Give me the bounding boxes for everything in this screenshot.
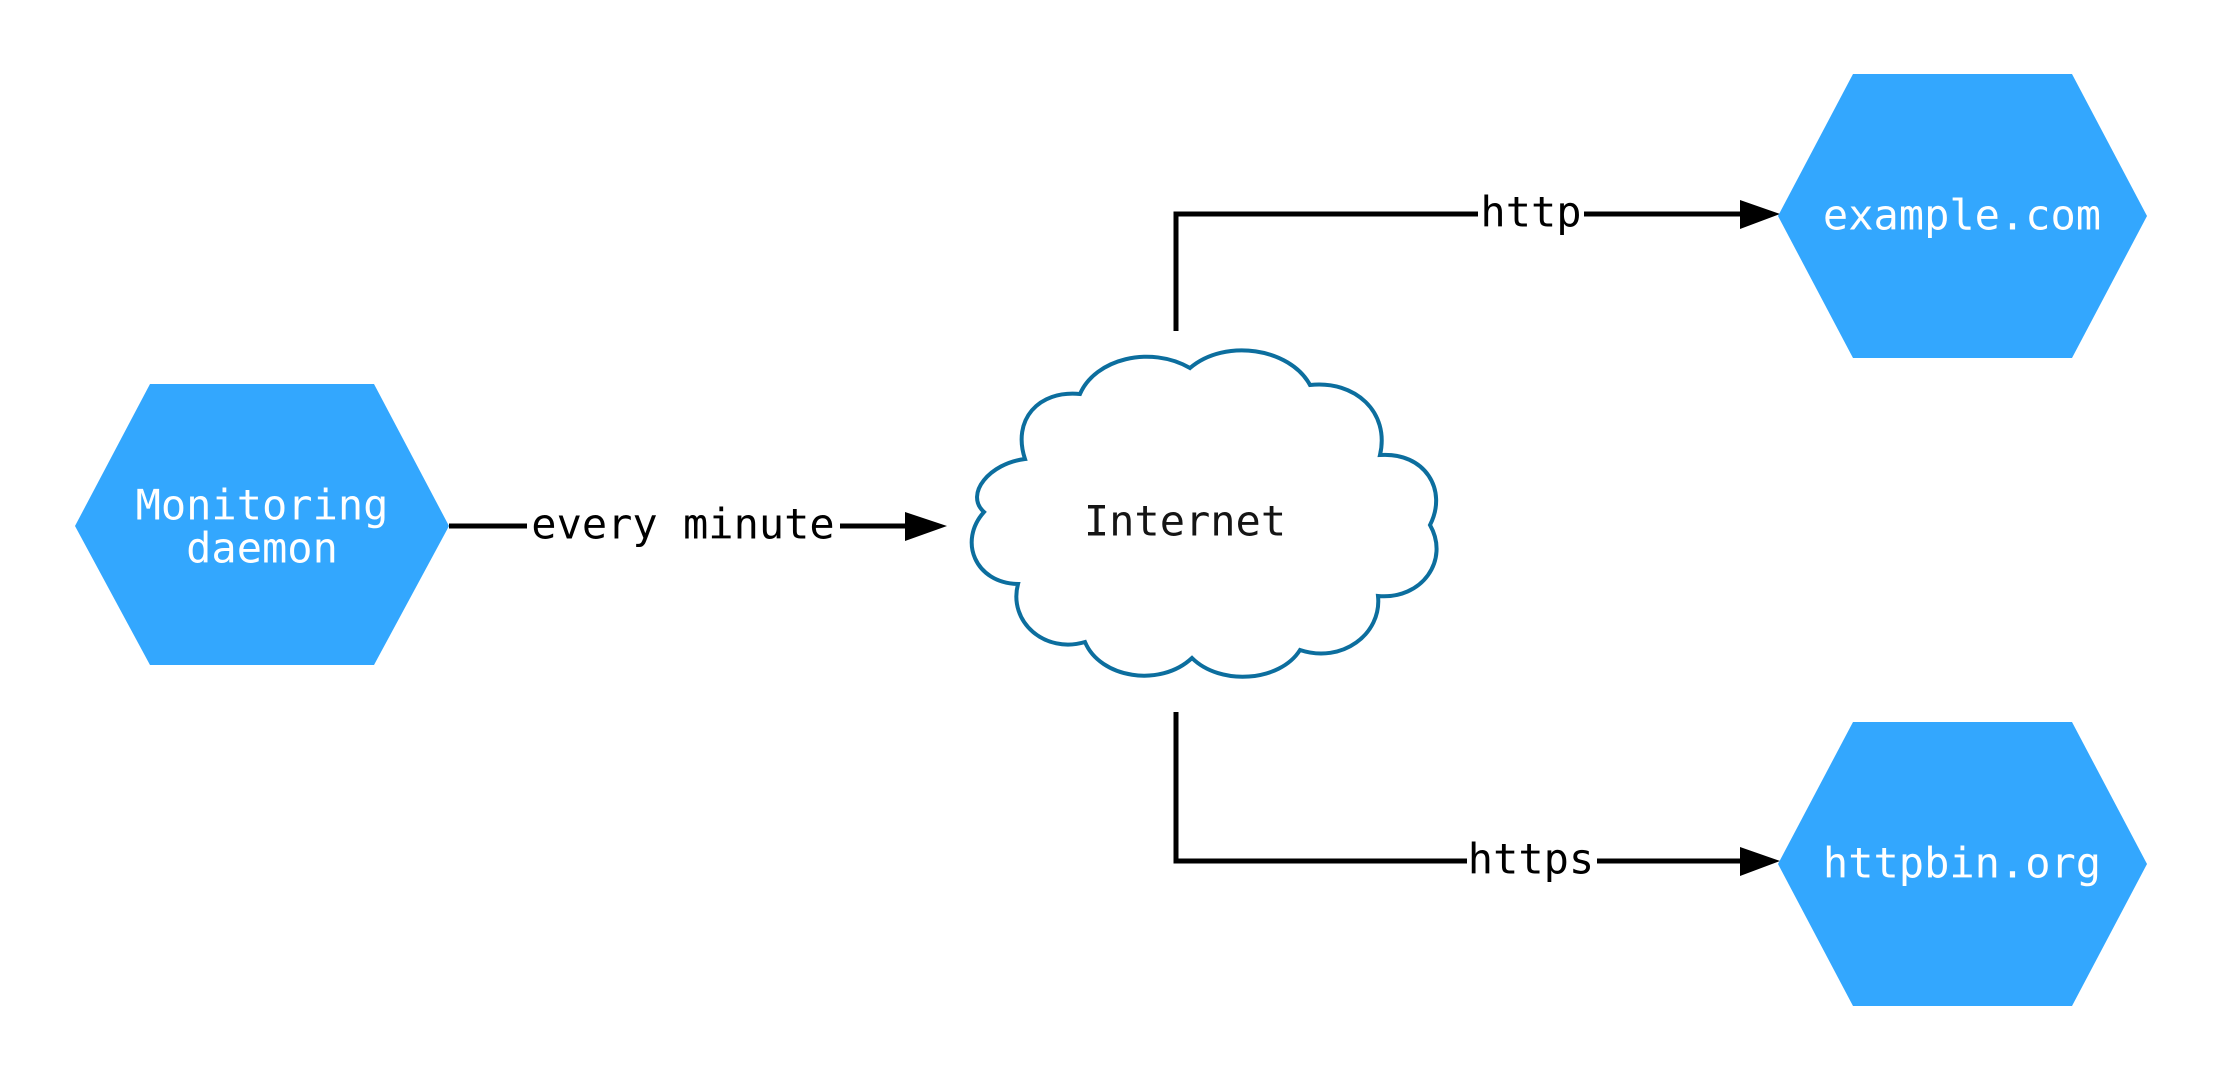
example-com-hexagon[interactable]: [1778, 74, 2147, 358]
node-httpbin-org[interactable]: httpbin.org: [1778, 722, 2147, 1006]
edge-label-https: https: [1468, 835, 1594, 884]
internet-label: Internet: [1084, 497, 1286, 546]
internet-cloud-shape[interactable]: [969, 348, 1439, 679]
edge-https-arrowhead: [1740, 847, 1780, 876]
node-monitoring-daemon[interactable]: Monitoring daemon: [75, 384, 449, 665]
httpbin-org-hexagon[interactable]: [1778, 722, 2147, 1006]
edge-every-minute: every minute: [449, 500, 947, 549]
monitoring-daemon-hexagon[interactable]: [75, 384, 449, 665]
edge-http: http: [1173, 188, 1780, 331]
example-com-label: example.com: [1823, 191, 2101, 240]
monitoring-daemon-label-line2: daemon: [186, 524, 338, 573]
edge-every-minute-arrowhead: [905, 512, 947, 541]
monitoring-daemon-label-line1: Monitoring: [136, 481, 389, 530]
node-example-com[interactable]: example.com: [1778, 74, 2147, 358]
edge-https: https: [1173, 712, 1780, 884]
httpbin-org-label: httpbin.org: [1823, 839, 2101, 888]
node-internet[interactable]: Internet: [969, 348, 1439, 679]
edge-http-arrowhead: [1740, 200, 1780, 229]
edge-https-line-left: [1173, 712, 1467, 864]
edge-http-line-left: [1173, 211, 1478, 331]
edge-label-http: http: [1480, 188, 1581, 237]
edge-label-every-minute: every minute: [531, 500, 834, 549]
